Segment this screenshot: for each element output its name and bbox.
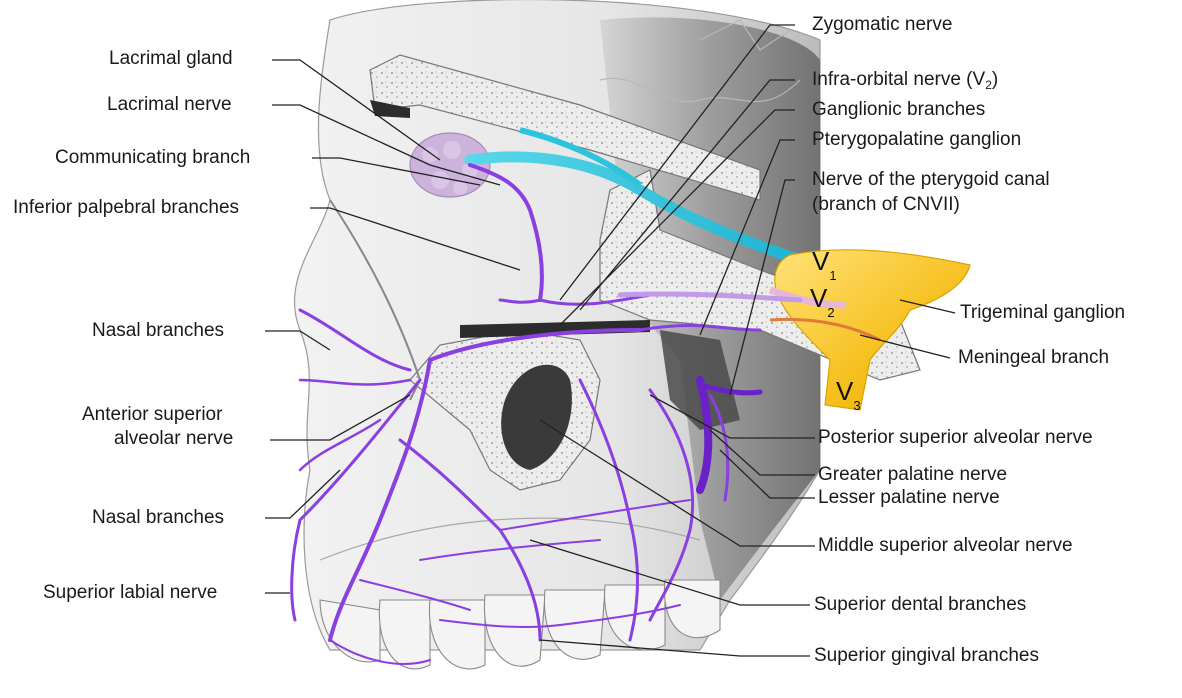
label-anterior-superior-line1: Anterior superior	[82, 404, 223, 425]
label-lesser-palatine-nerve: Lesser palatine nerve	[818, 487, 1000, 508]
meningeal-branch-shape	[769, 317, 881, 342]
label-pterygoid-canal-line1: Nerve of the pterygoid canal	[812, 169, 1050, 190]
label-greater-palatine-nerve: Greater palatine nerve	[818, 464, 1008, 485]
label-trigeminal-ganglion: Trigeminal ganglion	[960, 302, 1126, 323]
label-posterior-superior-alveolar-nerve: Posterior superior alveolar nerve	[818, 427, 1093, 448]
leader-lines	[265, 24, 956, 657]
label-lacrimal-nerve: Lacrimal nerve	[107, 94, 232, 115]
label-communicating-branch: Communicating branch	[55, 147, 251, 168]
label-nasal-branches-upper: Nasal branches	[92, 320, 225, 341]
label-pterygoid-canal-line2: (branch of CNVII)	[812, 194, 960, 215]
label-ganglionic-branches: Ganglionic branches	[812, 99, 986, 120]
label-v1: V1	[812, 246, 837, 284]
label-zygomatic-nerve: Zygomatic nerve	[812, 14, 953, 35]
infra-orbital-nerve	[464, 151, 806, 266]
label-superior-gingival-branches: Superior gingival branches	[814, 645, 1039, 666]
label-v3: V3	[836, 376, 861, 414]
nasal-aperture	[329, 199, 422, 401]
label-infra-orbital-nerve: Infra-orbital nerve (V2)	[812, 69, 999, 92]
label-lacrimal-gland: Lacrimal gland	[109, 48, 233, 69]
label-superior-dental-branches: Superior dental branches	[814, 594, 1027, 615]
nerve-branches	[290, 163, 803, 665]
label-anterior-superior-line2: alveolar nerve	[114, 428, 234, 449]
orbital-fissure	[460, 320, 650, 338]
label-v2: V2	[810, 283, 835, 321]
lacrimal-gland-shape	[409, 132, 491, 198]
label-meningeal-branch: Meningeal branch	[958, 347, 1110, 368]
label-pterygopalatine-ganglion: Pterygopalatine ganglion	[812, 129, 1022, 150]
label-superior-labial-nerve: Superior labial nerve	[43, 582, 218, 603]
maxillary-sinus	[501, 364, 572, 470]
label-middle-superior-alveolar-nerve: Middle superior alveolar nerve	[818, 535, 1073, 556]
label-inferior-palpebral-branches: Inferior palpebral branches	[13, 197, 240, 218]
label-nasal-branches-lower: Nasal branches	[92, 507, 225, 528]
